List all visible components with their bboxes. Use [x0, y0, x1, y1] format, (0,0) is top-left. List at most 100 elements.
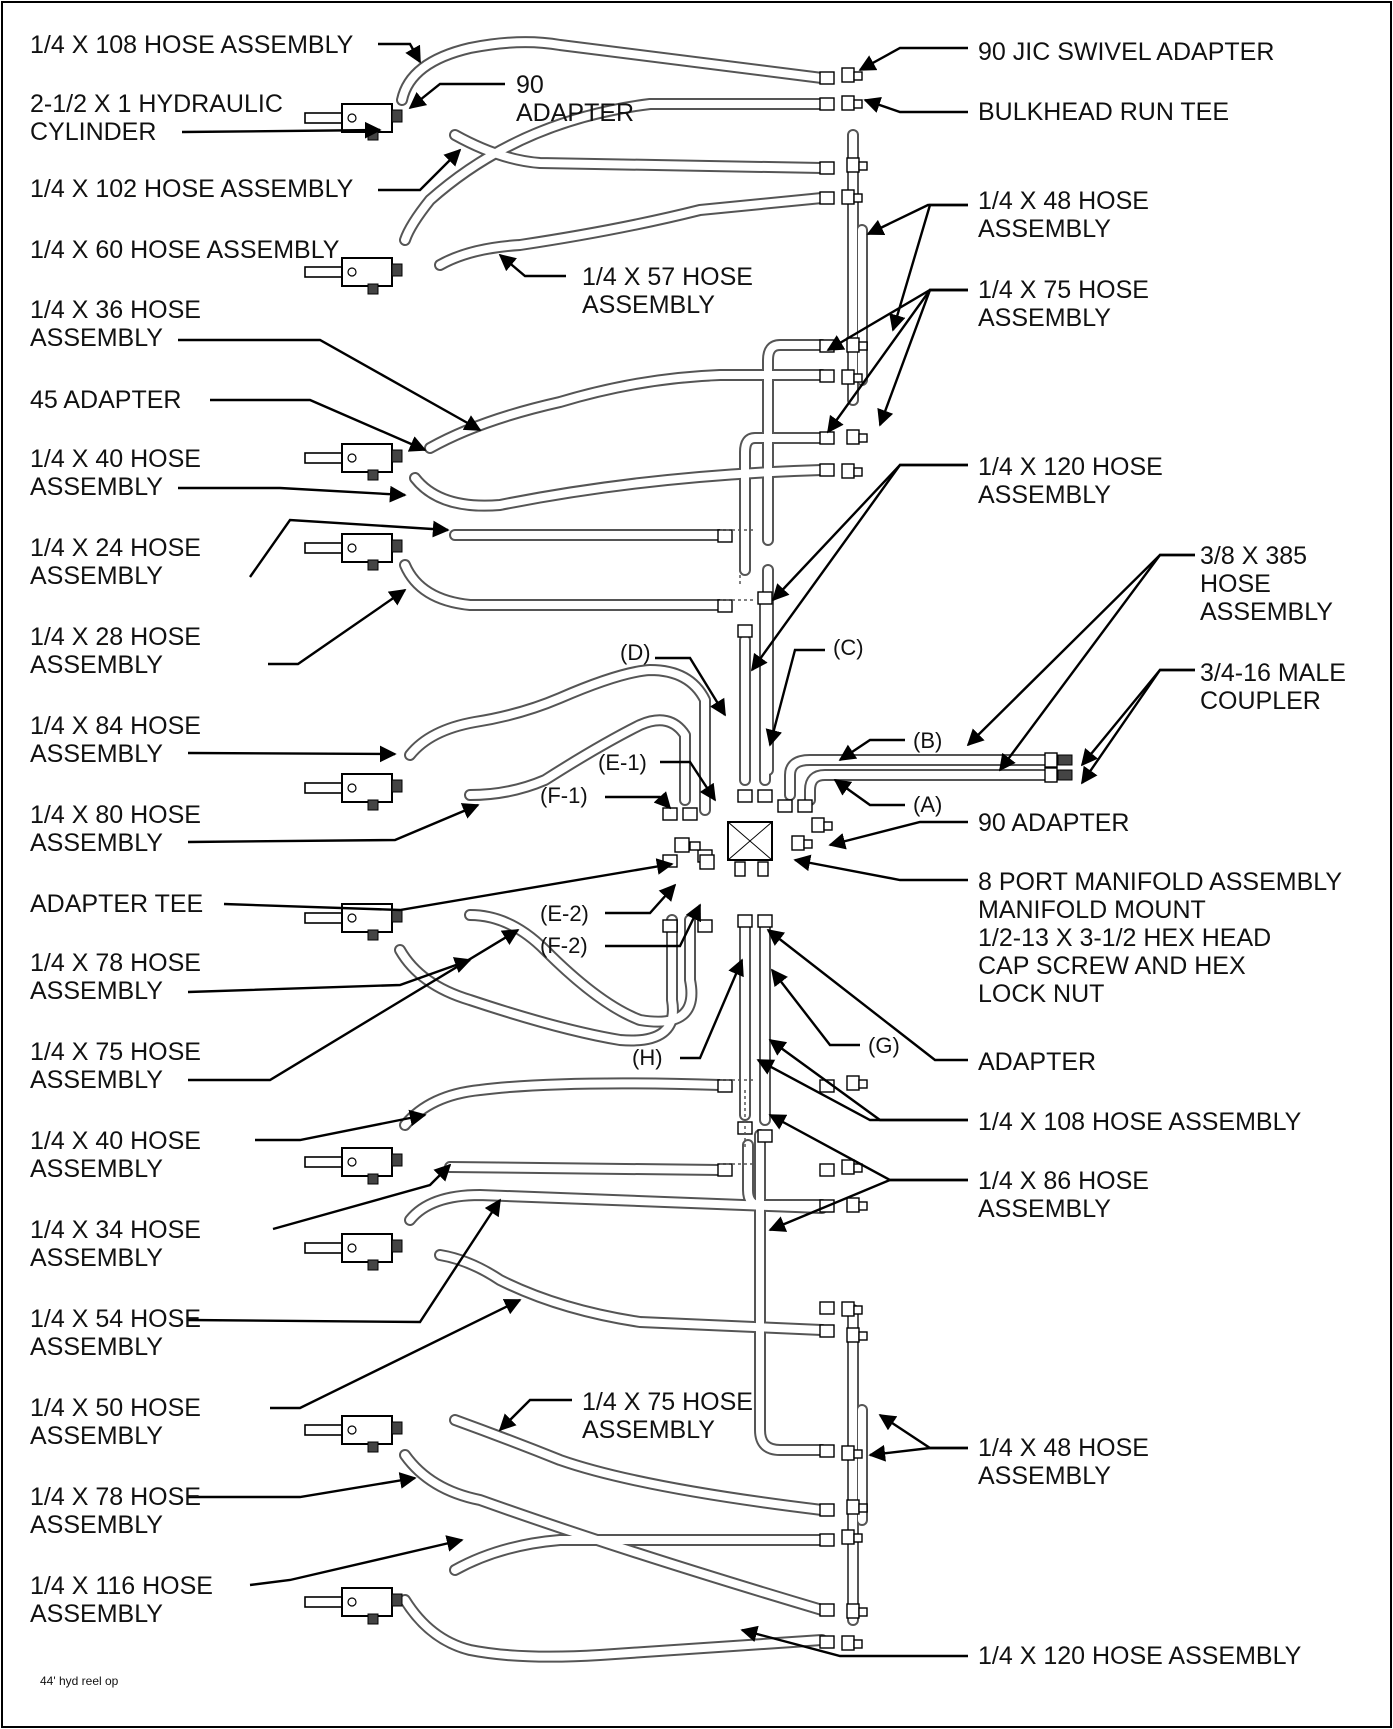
adapter-tee-arm [689, 841, 701, 851]
hose-78a-loop-core [396, 916, 677, 1045]
adapter-tee-lower [699, 854, 715, 870]
label-hose-108-top: 1/4 X 108 HOSE ASSEMBLY [30, 31, 354, 59]
hose-end-fitting [819, 1533, 835, 1547]
cylinder-port-fitting [391, 1421, 403, 1435]
callout-leader [966, 553, 1195, 747]
callout-leader [877, 288, 968, 427]
elbow-fitting [846, 1197, 860, 1213]
hose-end-fitting [697, 919, 713, 933]
elbow-fitting [791, 835, 805, 851]
callout-leader [378, 42, 422, 64]
callout-leader [188, 928, 520, 1082]
hydraulic-cylinders [304, 103, 403, 1625]
label-hose-50-line2: ASSEMBLY [30, 1422, 163, 1450]
hose-end-fitting [819, 339, 835, 353]
label-hose-78a-line1: 1/4 X 78 HOSE [30, 949, 201, 977]
elbow-fitting-nut [853, 467, 863, 477]
callout-leader [878, 1413, 968, 1450]
label-cylinder-line2: CYLINDER [30, 118, 156, 146]
label-hose-34-line1: 1/4 X 34 HOSE [30, 1216, 201, 1244]
callout-leader [268, 589, 407, 666]
cylinder-port-fitting [367, 1441, 379, 1453]
callout-leader [680, 958, 744, 1060]
label-footnote: 44' hyd reel op [40, 1674, 119, 1688]
hose-end-fitting [819, 1503, 835, 1517]
hose-end-fitting [717, 1079, 733, 1093]
label-hose-36-line1: 1/4 X 36 HOSE [30, 296, 201, 324]
cylinder-port-fitting [367, 1259, 379, 1271]
elbow-fitting-nut [853, 1639, 863, 1649]
cylinder-port-fitting [391, 1239, 403, 1253]
elbow-fitting-nut [853, 1449, 863, 1459]
hose-end-fitting [717, 599, 733, 613]
cylinder-rod [304, 782, 344, 794]
label-coupler-line2: COUPLER [1200, 687, 1321, 715]
hose-end-fitting [819, 1301, 835, 1315]
hose-end-fitting [757, 789, 773, 803]
label-hose-34-line2: ASSEMBLY [30, 1244, 163, 1272]
label-hose-48b-line2: ASSEMBLY [978, 1462, 1111, 1490]
callout-leader [768, 1113, 968, 1182]
hose-75-upper-loop-core [764, 341, 826, 544]
elbow-fitting-nut [853, 71, 863, 81]
cylinder-pin [347, 1425, 357, 1435]
label-hose-86-line1: 1/4 X 86 HOSE [978, 1167, 1149, 1195]
hose-end-fitting [819, 191, 835, 205]
label-hose-24-line1: 1/4 X 24 HOSE [30, 534, 201, 562]
label-hose-385-line3: ASSEMBLY [1200, 598, 1333, 626]
elbow-fitting [846, 1499, 860, 1515]
hose-end-fitting [819, 71, 835, 85]
elbow-fitting-nut [858, 1201, 868, 1211]
label-hose-48a-line2: ASSEMBLY [978, 215, 1111, 243]
label-hose-385-line1: 3/8 X 385 [1200, 542, 1307, 570]
label-90-adapter-right: 90 ADAPTER [978, 809, 1129, 837]
callout-leader [181, 121, 382, 139]
elbow-fitting [841, 1159, 855, 1175]
label-hose-75b-line1: 1/4 X 75 HOSE [30, 1038, 201, 1066]
callout-leader [210, 398, 427, 452]
tag-h: (H) [632, 1045, 663, 1070]
callout-leader [187, 745, 397, 763]
hose-40b [399, 1077, 726, 1131]
tag-c: (C) [833, 635, 864, 660]
cylinder-rod [304, 1242, 344, 1254]
cylinder-body [341, 443, 393, 473]
elbow-fitting [841, 463, 855, 479]
hydraulic-cylinder [304, 1233, 403, 1271]
callout-leader [187, 803, 480, 844]
label-hose-80-line1: 1/4 X 80 HOSE [30, 801, 201, 829]
cylinder-rod [304, 266, 344, 278]
hose-end-fitting [757, 591, 773, 605]
label-hose-40b-line1: 1/4 X 40 HOSE [30, 1127, 201, 1155]
callout-leader [655, 656, 727, 717]
hose-network [394, 36, 1051, 1663]
cylinder-port-fitting [367, 929, 379, 941]
label-hose-108-mid: 1/4 X 108 HOSE ASSEMBLY [978, 1108, 1302, 1136]
label-manifold-line2: MANIFOLD MOUNT [978, 896, 1206, 924]
cylinder-port-fitting [367, 559, 379, 571]
hose-116-core [451, 1536, 826, 1574]
coupler-fittings [1044, 752, 1073, 783]
callout-leader [408, 82, 505, 110]
hose-end-fitting [819, 1635, 835, 1649]
label-45-adapter: 45 ADAPTER [30, 386, 181, 414]
callout-leader [838, 738, 905, 761]
cylinder-pin [347, 267, 357, 277]
tag-g: (G) [868, 1033, 900, 1058]
hose-end-fitting [819, 1324, 835, 1338]
hose-end-fitting [662, 807, 678, 821]
elbow-fitting-nut [853, 193, 863, 203]
label-hose-36-line2: ASSEMBLY [30, 324, 163, 352]
elbow-fitting-nut [853, 99, 863, 109]
label-hose-80-line2: ASSEMBLY [30, 829, 163, 857]
callout-leader [178, 338, 482, 432]
cylinder-port-fitting [367, 1613, 379, 1625]
tag-f2: (F-2) [540, 933, 588, 958]
label-hose-54-line1: 1/4 X 54 HOSE [30, 1305, 201, 1333]
hose-34-core [446, 1163, 724, 1174]
callout-leader [858, 46, 968, 72]
cylinder-rod [304, 1596, 344, 1608]
callout-leader [272, 1163, 452, 1231]
cylinder-rod [304, 1424, 344, 1436]
label-hose-120b: 1/4 X 120 HOSE ASSEMBLY [978, 1642, 1302, 1670]
